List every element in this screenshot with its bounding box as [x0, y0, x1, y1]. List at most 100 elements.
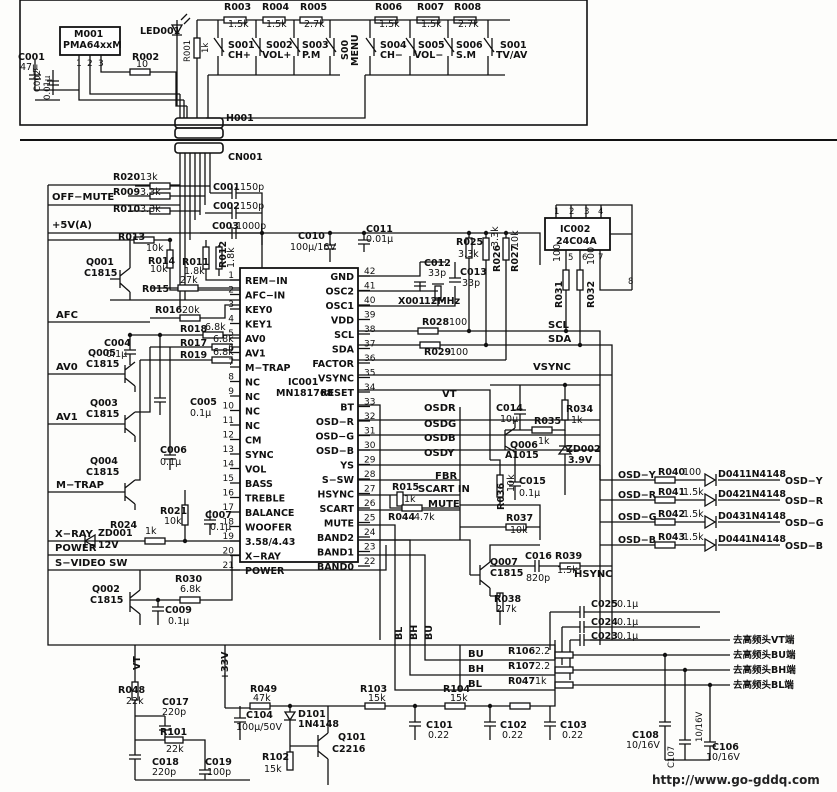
svg-text:R024: R024: [110, 520, 138, 531]
net-osdb: OSDB: [424, 433, 456, 444]
ic001-pin-name: RESET: [320, 388, 354, 399]
ic001-pin-number: 23: [364, 543, 375, 553]
ic002-24c04a: IC002 24C04A 1 2 3 4 5 6 7 8 R031 100 R0…: [544, 204, 633, 345]
switch-menu[interactable]: S00 MENU: [325, 20, 361, 75]
ic001-pin-name: NC: [245, 421, 260, 432]
svg-text:820p: 820p: [526, 573, 550, 584]
resistor-r026: [482, 237, 490, 261]
svg-text:C004: C004: [104, 338, 131, 349]
net-bu-vertical: BU: [424, 625, 435, 640]
svg-text:R016: R016: [155, 305, 183, 316]
ic001-pin-name: POWER: [245, 566, 285, 577]
osd-res-val: 1.5k: [683, 532, 704, 543]
svg-text:R032: R032: [586, 281, 597, 308]
svg-text:C016: C016: [525, 551, 552, 562]
svg-text:10k: 10k: [150, 264, 168, 275]
osd-res-val: 1.5k: [683, 509, 704, 520]
svg-text:VOL+: VOL+: [262, 50, 291, 61]
svg-text:10k: 10k: [506, 474, 517, 492]
cap-c101: [409, 706, 421, 740]
switch-s004-ch-minus[interactable]: S004 CH−: [365, 20, 407, 75]
svg-text:S001: S001: [228, 40, 255, 51]
cap-c104: [225, 705, 365, 740]
ic001-ref: IC001: [288, 377, 318, 388]
svg-text:C019: C019: [205, 757, 232, 768]
svg-text:1N4148: 1N4148: [298, 719, 339, 730]
svg-text:3.3k: 3.3k: [140, 187, 161, 198]
osd-out-label: OSD−R: [785, 496, 824, 507]
svg-text:0.22: 0.22: [502, 730, 523, 741]
svg-text:IC002: IC002: [560, 224, 590, 235]
resistor-r024: [144, 537, 166, 545]
svg-text:Q001: Q001: [86, 257, 114, 268]
ic001-pin-name: OSD−B: [316, 446, 354, 457]
resistor-r040: [654, 476, 676, 484]
cap-c010: [261, 233, 336, 268]
svg-text:0.1μ: 0.1μ: [190, 408, 211, 419]
svg-text:1k: 1k: [538, 436, 550, 447]
net-afc: AFC: [56, 310, 78, 321]
osd-diode-val: 1N4148: [745, 469, 786, 480]
resistor-r043: [654, 541, 676, 549]
net-fbr: FBR: [435, 471, 457, 482]
switch-tv-av[interactable]: S001 TV/AV: [483, 20, 528, 75]
r008-val: 2.7k: [458, 19, 479, 30]
svg-text:C1815: C1815: [90, 595, 123, 606]
svg-text:R025: R025: [456, 237, 483, 248]
svg-text:A1015: A1015: [505, 450, 539, 461]
ic002-body: [544, 217, 611, 251]
svg-text:1k: 1k: [535, 676, 547, 687]
cap-c025: [550, 606, 720, 618]
svg-text:6.8k: 6.8k: [213, 347, 234, 358]
svg-text:C001: C001: [213, 182, 240, 193]
svg-text:2.7k: 2.7k: [496, 604, 517, 615]
osd-out-label: OSD−Y: [785, 476, 823, 487]
switch-s003-pm[interactable]: S003 P.M: [289, 20, 329, 75]
switch-s005-vol-minus[interactable]: S005 VOL−: [405, 20, 445, 75]
svg-text:C1815: C1815: [84, 268, 117, 279]
osd-diode-val: 1N4148: [745, 534, 786, 545]
reset-osd-section: VT OSDR OSDG OSDB OSDY C014 10μ R034 1k …: [358, 384, 601, 640]
resistor-r028: [417, 327, 439, 335]
net-av0: AV0: [56, 362, 78, 373]
svg-text:S00: S00: [340, 40, 351, 60]
svg-text:R107: R107: [508, 661, 535, 672]
transistor-q006: Q006 A1015: [504, 420, 539, 470]
svg-text:100μ/50V: 100μ/50V: [236, 722, 282, 733]
ic001-pin-number: 39: [364, 311, 376, 321]
resistor-r030: [179, 596, 201, 604]
r001-val: 1k: [201, 43, 211, 53]
svg-text:C005: C005: [190, 397, 217, 408]
svg-text:6.8k: 6.8k: [213, 334, 234, 345]
svg-text:R014: R014: [148, 256, 176, 267]
svg-text:R026: R026: [492, 244, 503, 272]
svg-text:R020: R020: [113, 172, 141, 183]
svg-text:C108: C108: [632, 730, 659, 741]
svg-text:S001: S001: [500, 40, 527, 51]
connector-h001: [174, 117, 224, 129]
svg-text:24C04A: 24C04A: [556, 236, 597, 247]
led001-label: LED001: [140, 26, 180, 37]
svg-text:R015: R015: [142, 284, 169, 295]
svg-text:100p: 100p: [207, 767, 231, 778]
diode-d044: [704, 537, 717, 553]
switch-s002-vol-plus[interactable]: S002 VOL+: [251, 20, 293, 75]
key-panel: M001 PMA64xxM 1 2 3 R002 10 C001 47μ C00…: [18, 0, 837, 163]
switch-s001-ch-plus[interactable]: S001 CH+: [213, 20, 255, 75]
svg-text:R027: R027: [510, 245, 521, 272]
svg-text:R028: R028: [422, 317, 450, 328]
switch-s006-sm[interactable]: S006 S.M: [443, 20, 483, 75]
svg-text:1k: 1k: [571, 415, 583, 426]
svg-text:10μ: 10μ: [500, 414, 518, 425]
ic001-pin-name: FACTOR: [312, 359, 354, 370]
svg-text:BU: BU: [468, 649, 484, 660]
tuner-out-bu: 去高频头BU端: [733, 649, 796, 661]
svg-text:R010: R010: [113, 204, 141, 215]
